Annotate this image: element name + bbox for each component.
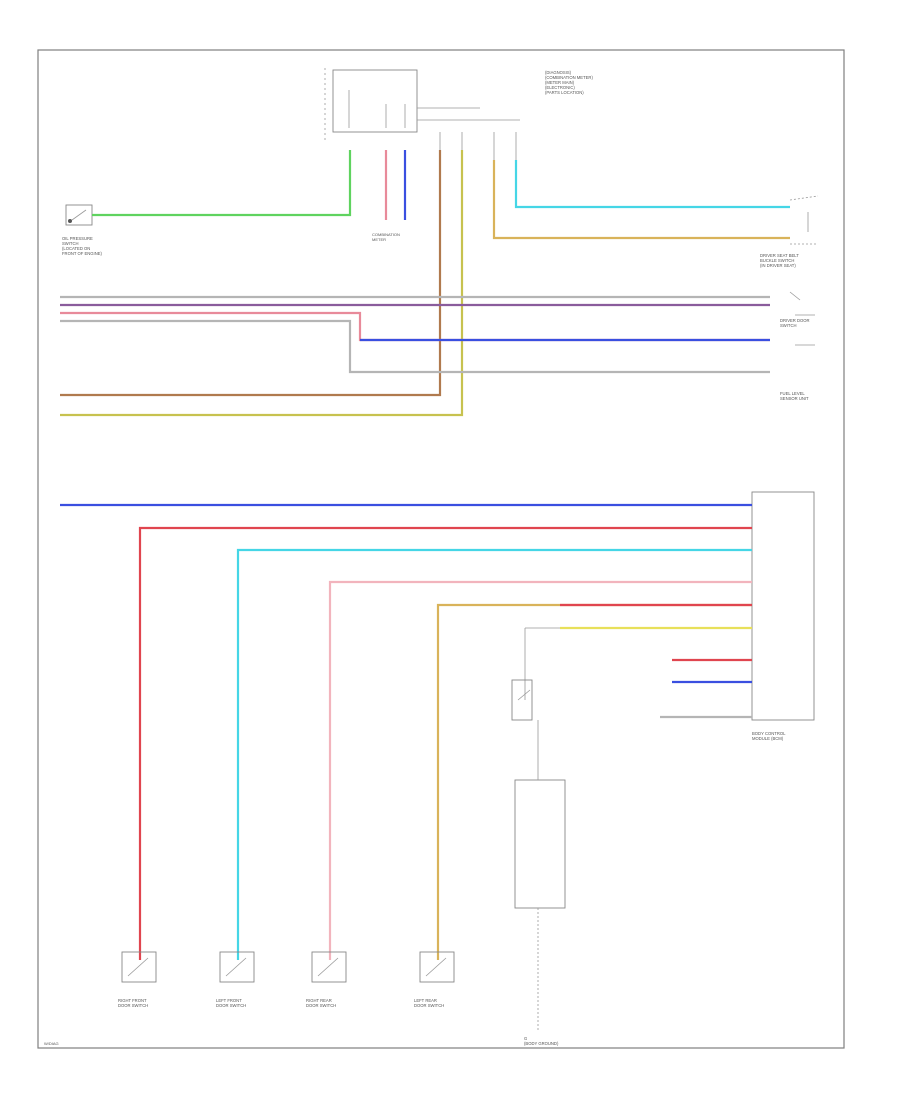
- oil-pressure-switch: [65, 204, 93, 226]
- bcm-label: BODY CONTROL MODULE (BCM): [752, 731, 786, 741]
- top-connector: [324, 68, 520, 140]
- bottom-label-3: RIGHT REAR DOOR SWITCH: [306, 998, 336, 1008]
- wire-pink-bcm: [328, 580, 752, 960]
- door-switch-label: DRIVER DOOR SWITCH: [780, 318, 811, 328]
- mid-connector-label: COMBINATION METER: [372, 232, 401, 242]
- wire-tan-bcm: [436, 603, 752, 960]
- wire-olive-drop: [60, 150, 464, 417]
- body-control-module: [751, 491, 815, 721]
- seat-belt-switch-label: DRIVER SEAT BELT BUCKLE SWITCH (IN DRIVE…: [760, 253, 800, 268]
- bottom-corner-label: W/DIAG: [44, 1041, 59, 1046]
- bottom-label-ground: G (BODY GROUND): [524, 1036, 559, 1046]
- door-switch-symbols: [789, 291, 815, 346]
- door-switch-rr: [311, 951, 347, 983]
- wire-gray-2: [60, 319, 770, 374]
- top-connector-note: (DIAGNOSIS) (COMBINATION METER) (METER M…: [545, 70, 594, 95]
- wire-tan-right: [492, 160, 790, 240]
- bottom-label-1: RIGHT FRONT DOOR SWITCH: [118, 998, 148, 1008]
- wire-cyan-right: [514, 160, 790, 209]
- wire-cyan-bcm: [236, 548, 752, 960]
- oil-pressure-switch-label: OIL PRESSURE SWITCH (LOCATED ON FRONT OF…: [62, 236, 103, 256]
- seat-belt-switch: [789, 195, 819, 245]
- diagram-border: [37, 49, 845, 1049]
- wire-green-oil: [92, 150, 352, 217]
- wire-pink-1: [60, 311, 770, 342]
- wire-brown-drop: [60, 150, 442, 397]
- bottom-label-4: LEFT REAR DOOR SWITCH: [414, 998, 444, 1008]
- door-switch-lf: [219, 951, 255, 983]
- door-switch-lr: [419, 951, 455, 983]
- fuel-sender-label: FUEL LEVEL SENSOR UNIT: [780, 391, 809, 401]
- wire-red-bcm: [138, 526, 752, 960]
- door-switch-rf: [121, 951, 157, 983]
- bottom-label-2: LEFT FRONT DOOR SWITCH: [216, 998, 246, 1008]
- fuel-sensor-block: [514, 720, 566, 1030]
- inline-connector: [511, 627, 560, 721]
